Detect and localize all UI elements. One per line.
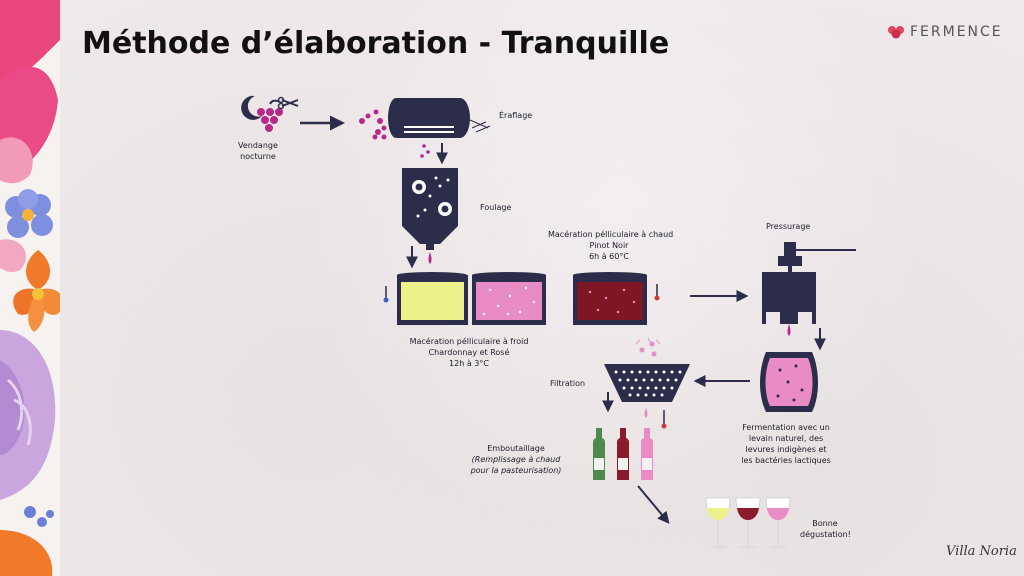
label-eraflage: Éraflage [499, 111, 533, 120]
label-foulage: Foulage [480, 203, 512, 212]
label-emboutaillage: Emboutaillage (Remplissage à chaud pour … [470, 444, 562, 475]
label-maceration-chaud: Macération pélliculaire à chaud Pinot No… [548, 230, 674, 261]
destemmer-icon [359, 98, 491, 158]
crusher-icon [402, 168, 458, 264]
thermometer-hot-icon [661, 410, 667, 429]
flower-decoration [0, 0, 60, 576]
label-degustation: Bonne dégustation! [800, 519, 851, 539]
arrow [637, 485, 670, 524]
flower-logo-icon [888, 26, 904, 39]
filter-icon [604, 337, 690, 418]
label-pressurage: Pressurage [766, 222, 811, 231]
press-icon [762, 242, 856, 336]
label-maceration-froid: Macération pélliculaire à froid Chardonn… [409, 337, 529, 368]
cold-maceration-tanks [383, 272, 546, 325]
page-title: Méthode d’élaboration - Tranquille [82, 26, 670, 61]
label-filtration: Filtration [550, 379, 586, 388]
brand-name: FERMENCE [910, 24, 1003, 40]
brand-logo: FERMENCE [887, 24, 1003, 40]
label-fermentation: Fermentation avec un levain naturel, des… [741, 423, 831, 465]
fermentation-barrel [760, 352, 818, 412]
bottles-icon [593, 428, 653, 480]
hot-maceration-tank [573, 272, 660, 325]
harvest-icon [241, 95, 299, 132]
wine-glasses-icon [705, 497, 791, 548]
villa-signature: Villa Noria [946, 544, 1017, 559]
label-vendange: Vendange nocturne [238, 141, 278, 161]
